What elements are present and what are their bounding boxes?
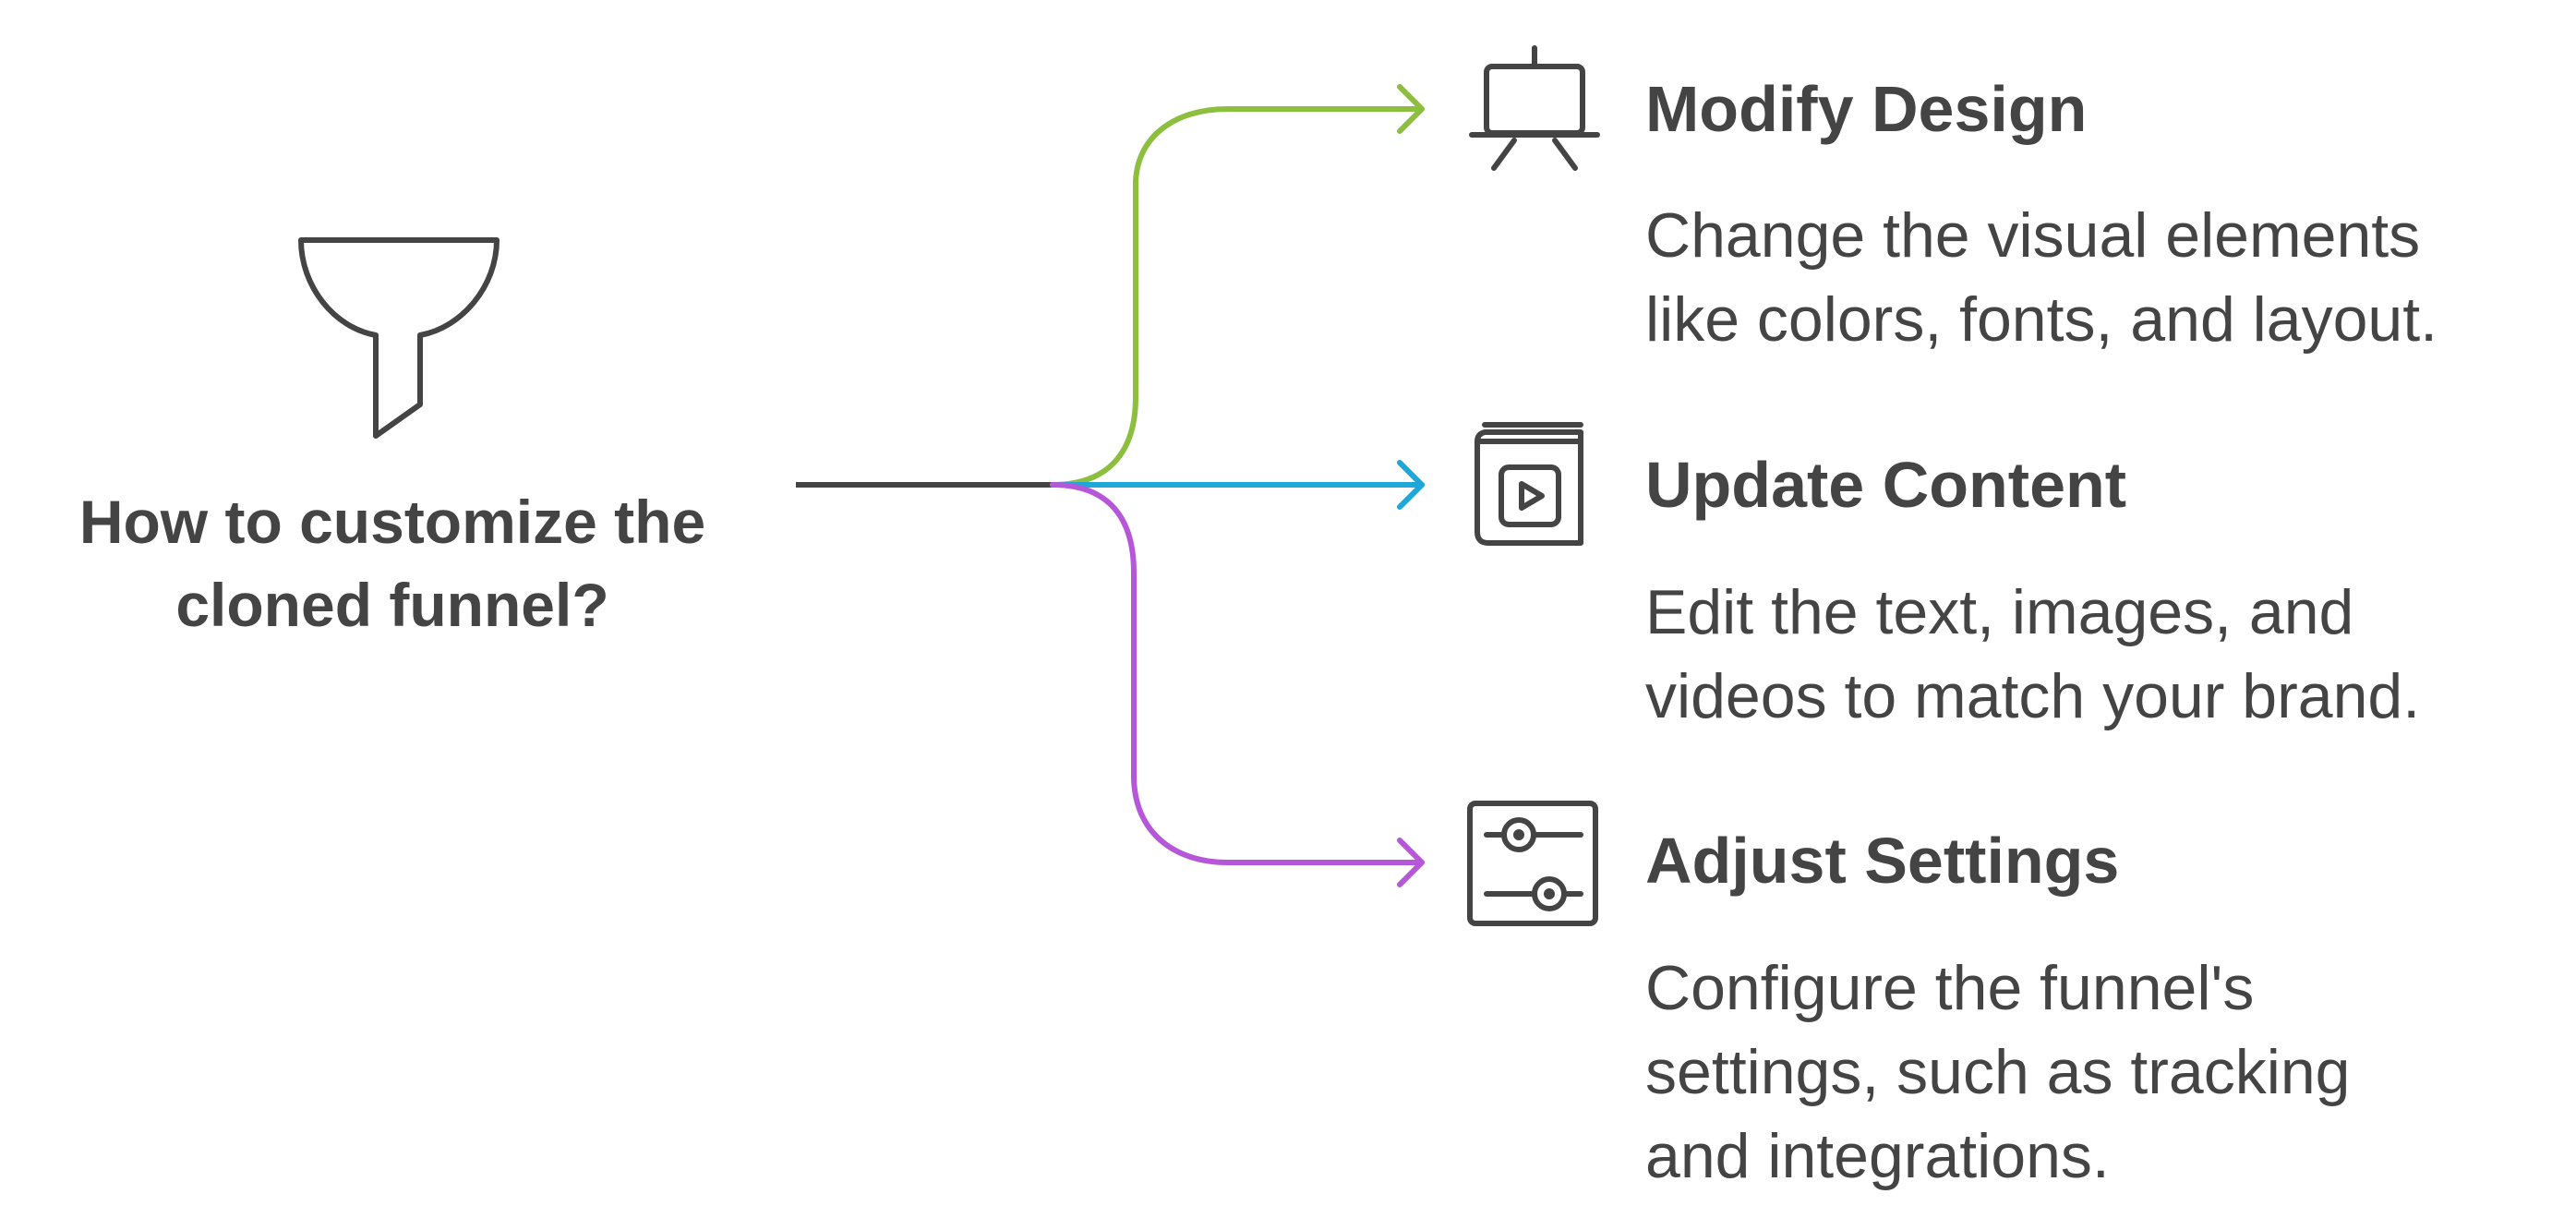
branch-description-line: like colors, fonts, and layout. — [1645, 284, 2438, 355]
connector-modify-design — [1050, 84, 1425, 488]
sliders-icon — [1467, 801, 1598, 926]
branch-description-adjust-settings: Configure the funnel's settings, such as… — [1645, 947, 2550, 1199]
funnel-icon — [298, 237, 500, 439]
branch-description-line: Change the visual elements — [1645, 200, 2421, 271]
branch-description-line: settings, such as tracking — [1645, 1037, 2351, 1107]
branch-title-modify-design: Modify Design — [1645, 73, 2088, 145]
branch-description-modify-design: Change the visual elements like colors, … — [1645, 194, 2550, 362]
question-line-2: cloned funnel? — [175, 571, 609, 639]
branch-description-update-content: Edit the text, images, and videos to mat… — [1645, 571, 2550, 739]
video-book-icon — [1475, 422, 1583, 546]
connector-adjust-settings — [1050, 482, 1425, 887]
branch-description-line: Configure the funnel's — [1645, 953, 2255, 1023]
branch-description-line: videos to match your brand. — [1645, 661, 2421, 731]
connector-update-content — [1050, 460, 1425, 510]
branch-title-adjust-settings: Adjust Settings — [1645, 825, 2120, 897]
branch-description-line: Edit the text, images, and — [1645, 577, 2354, 647]
easel-icon — [1469, 45, 1600, 171]
branch-title-update-content: Update Content — [1645, 449, 2127, 521]
central-question: How to customize the cloned funnel? — [28, 480, 757, 646]
question-line-1: How to customize the — [78, 488, 706, 556]
branch-description-line: and integrations. — [1645, 1121, 2110, 1191]
